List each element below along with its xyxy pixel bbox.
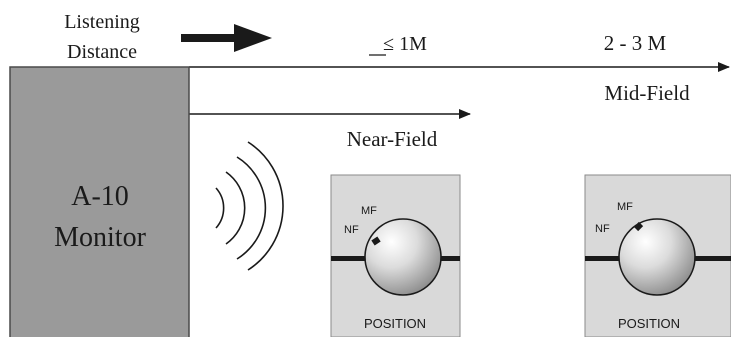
knob-label-mf: MF [617,201,633,213]
knob-label-nf: NF [595,223,610,235]
listening-label-line1: Listening [64,11,140,33]
knob-caption-position: POSITION [364,316,426,331]
knob-label-mf: MF [361,205,377,217]
near-field-label: Near-Field [347,127,438,151]
near-distance-label: ≤ 1M [383,33,427,55]
monitor-box: A-10 Monitor [9,66,190,337]
position-knob-panel-mf: NF MF POSITION [584,174,731,337]
position-knob[interactable] [364,218,442,296]
position-knob[interactable] [618,218,696,296]
knob-caption-position: POSITION [618,316,680,331]
mid-field-label: Mid-Field [604,81,690,105]
position-knob-panel-nf: NF MF POSITION [330,174,461,337]
sound-waves-icon [215,141,284,271]
knob-indicator-mf [633,221,644,232]
direction-arrow-icon [181,24,272,52]
mid-distance-label: 2 - 3 M [604,31,667,55]
knob-indicator-nf [371,236,381,246]
monitor-label-line2: Monitor [54,222,146,253]
listening-label-line2: Distance [67,41,137,63]
monitor-label-line1: A-10 [71,181,129,212]
knob-label-nf: NF [344,224,359,236]
